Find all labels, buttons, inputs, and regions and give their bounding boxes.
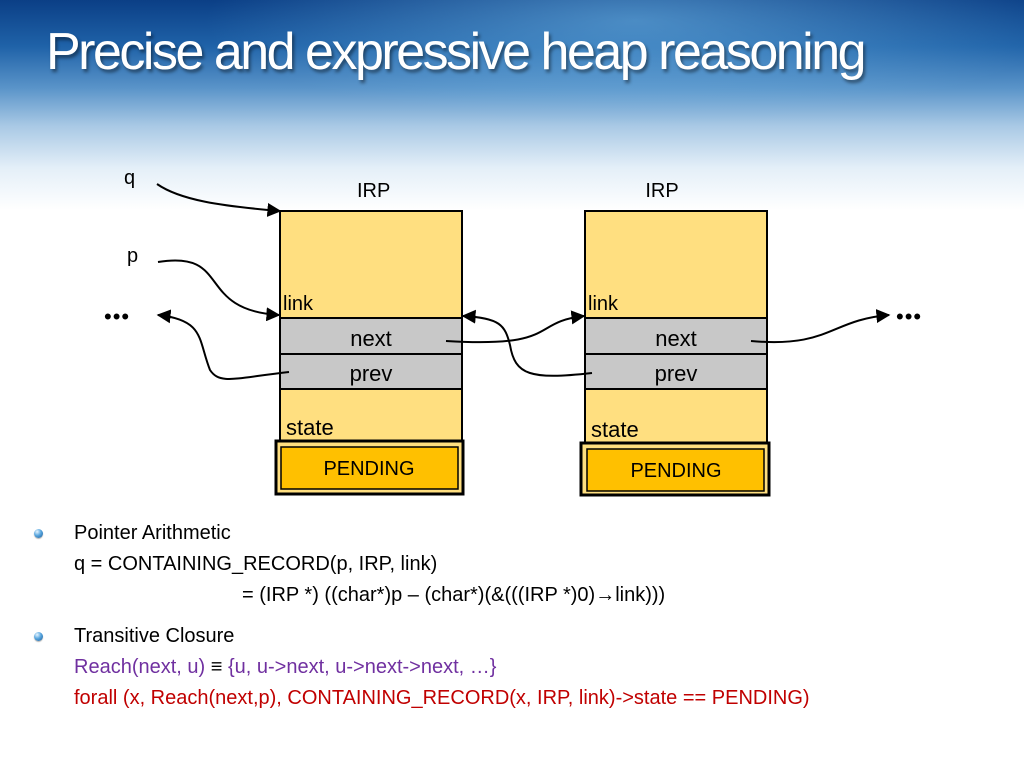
pointer-p-arrow bbox=[157, 259, 281, 322]
formula-part: = (IRP *) ((char*)p – (char*)(&(((IRP *)… bbox=[242, 584, 596, 606]
bullet-transitive-closure: Transitive Closure Reach(next, u) ≡ {u, … bbox=[34, 621, 1014, 714]
state-value-box bbox=[280, 446, 459, 490]
bullet-heading: Pointer Arithmetic bbox=[74, 522, 231, 544]
state-value: PENDING bbox=[630, 460, 721, 482]
prev-field bbox=[279, 353, 463, 390]
link-label: link bbox=[283, 293, 314, 315]
ellipsis-right: ••• bbox=[896, 304, 922, 329]
prev-label: prev bbox=[655, 361, 698, 386]
next-field bbox=[279, 317, 463, 355]
formula-line-expanded: = (IRP *) ((char*)p – (char*)(&(((IRP *)… bbox=[74, 580, 1014, 611]
next-label: next bbox=[350, 326, 392, 351]
prev-arrow-record2 bbox=[461, 309, 593, 377]
state-label: state bbox=[286, 415, 334, 440]
forall-assertion: forall (x, Reach(next,p), CONTAINING_REC… bbox=[74, 687, 810, 709]
bullet-heading: Transitive Closure bbox=[74, 625, 235, 647]
prev-arrow-left bbox=[156, 309, 290, 380]
next-arrow-right bbox=[750, 309, 891, 344]
bullet-list: Pointer Arithmetic q = CONTAINING_RECORD… bbox=[34, 518, 1014, 714]
record-type-label: IRP bbox=[645, 180, 678, 202]
state-label: state bbox=[591, 417, 639, 442]
reach-lhs: Reach(next, u) bbox=[74, 656, 211, 678]
bullet-icon bbox=[34, 529, 43, 538]
state-value: PENDING bbox=[323, 458, 414, 480]
record-type-label: IRP bbox=[357, 180, 390, 202]
arrow-icon: → bbox=[595, 584, 616, 606]
next-field bbox=[584, 317, 768, 355]
pointer-p-label: p bbox=[127, 245, 138, 267]
next-label: next bbox=[655, 326, 697, 351]
pointer-q-label: q bbox=[124, 167, 135, 189]
prev-field bbox=[584, 353, 768, 390]
link-label: link bbox=[588, 293, 619, 315]
title-banner bbox=[0, 0, 1024, 210]
formula-line: q = CONTAINING_RECORD(p, IRP, link) bbox=[74, 553, 438, 575]
slide-title: Precise and expressive heap reasoning bbox=[46, 23, 867, 81]
ellipsis-left: ••• bbox=[104, 304, 130, 329]
equiv-icon: ≡ bbox=[210, 656, 223, 678]
bullet-pointer-arithmetic: Pointer Arithmetic q = CONTAINING_RECORD… bbox=[34, 518, 1014, 611]
next-arrow-record1 bbox=[445, 310, 586, 344]
pointer-q-arrow bbox=[156, 183, 282, 217]
irp-record-1: IRP link next prev state PENDING bbox=[274, 180, 465, 496]
bullet-icon bbox=[34, 632, 43, 641]
formula-part: link))) bbox=[615, 584, 666, 606]
prev-label: prev bbox=[350, 361, 393, 386]
reach-definition: Reach(next, u) ≡ {u, u->next, u->next->n… bbox=[74, 652, 1014, 683]
irp-record-2: IRP link next prev state PENDING bbox=[579, 180, 771, 497]
state-value-box bbox=[586, 448, 765, 492]
reach-rhs: {u, u->next, u->next->next, …} bbox=[222, 656, 497, 678]
